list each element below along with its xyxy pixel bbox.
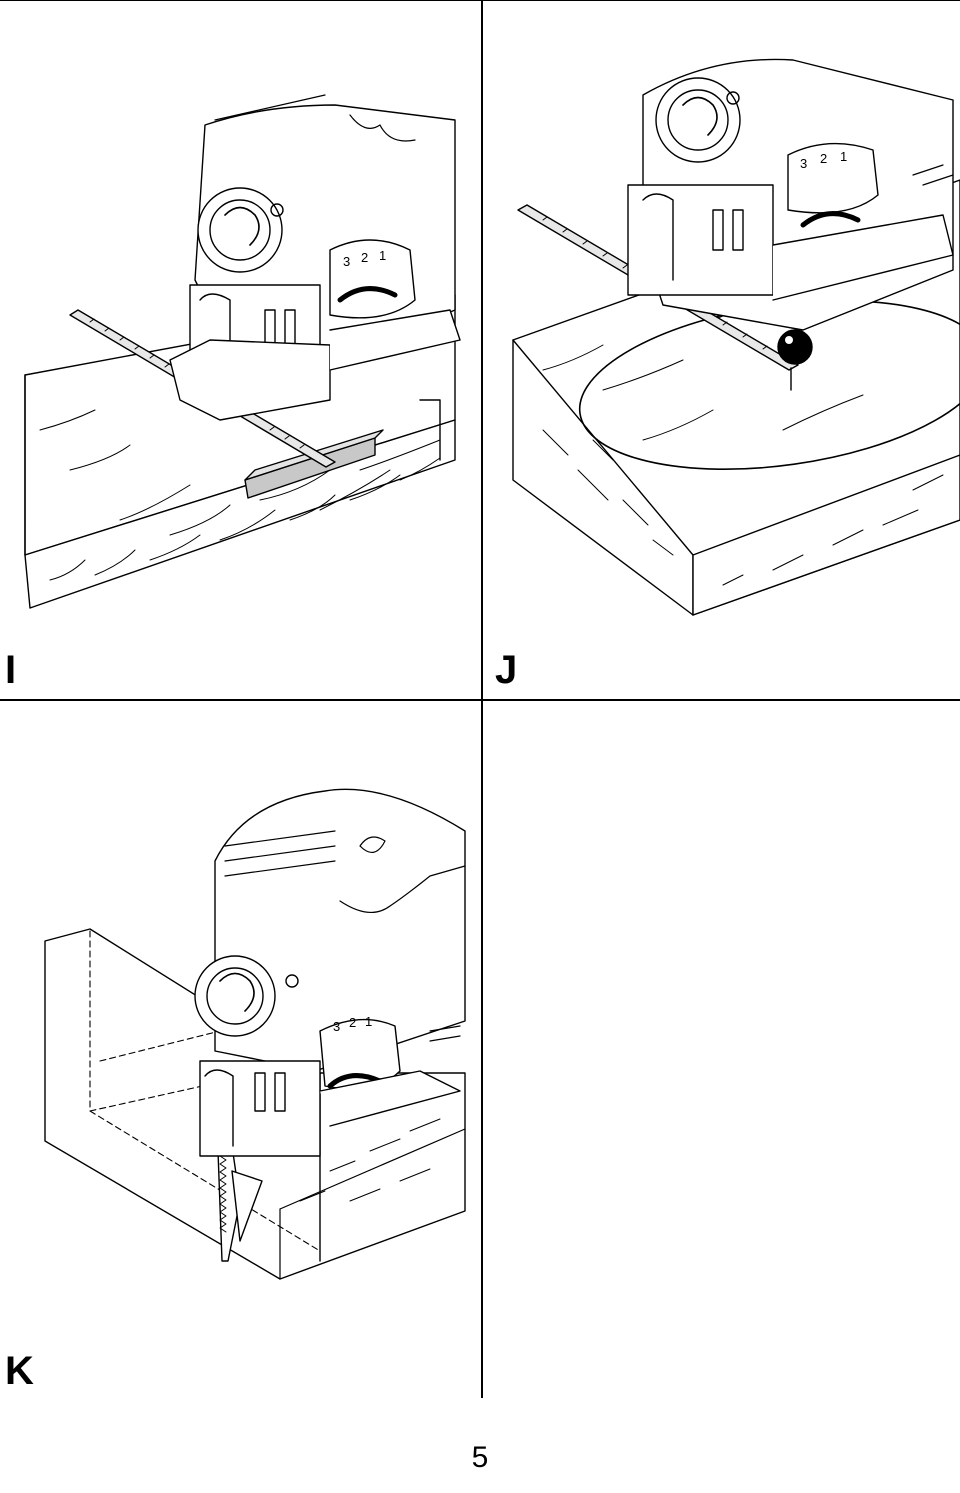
figure-j-illustration: 3 2 1 <box>512 58 960 616</box>
speed-dial-3: 3 <box>800 156 807 171</box>
figure-k-panel: 3 2 1 K <box>0 701 480 1398</box>
figure-label-i: I <box>5 648 17 692</box>
speed-dial-1: 1 <box>840 149 847 164</box>
figure-j-panel: 3 2 1 J <box>483 0 960 699</box>
speed-dial-1: 1 <box>365 1014 372 1029</box>
top-rule <box>0 0 960 1</box>
speed-dial-2: 2 <box>349 1015 356 1030</box>
jigsaw: 3 2 1 <box>194 788 466 1157</box>
pivot-pin-knob <box>777 329 813 365</box>
speed-dial-3: 3 <box>333 1019 340 1034</box>
jigsaw: 3 2 1 <box>169 94 461 421</box>
speed-dial-1: 1 <box>379 248 386 263</box>
horizontal-divider <box>0 699 960 701</box>
figure-k-illustration: 3 2 1 <box>44 788 466 1280</box>
jigsaw: 3 2 1 <box>627 58 954 331</box>
figure-i-panel: 3 2 1 I <box>0 0 480 699</box>
page-number: 5 <box>471 1441 489 1474</box>
speed-dial-2: 2 <box>361 250 368 265</box>
speed-dial-2: 2 <box>820 151 827 166</box>
figure-label-k: K <box>5 1349 34 1393</box>
figure-label-j: J <box>495 648 518 692</box>
figure-i-illustration: 3 2 1 <box>24 94 461 609</box>
speed-dial-3: 3 <box>343 254 350 269</box>
jigsaw-blade <box>217 1145 263 1262</box>
